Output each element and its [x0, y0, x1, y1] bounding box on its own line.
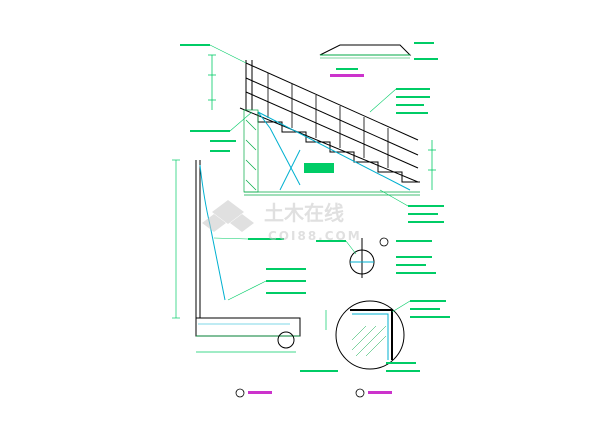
stair-steps	[257, 112, 420, 183]
post-detail-notes	[316, 240, 436, 274]
handrail-corner-detail-view	[325, 300, 450, 398]
view-title-bar	[368, 391, 392, 394]
handrail-top-profile-view	[319, 42, 438, 77]
handrail-lines	[239, 60, 419, 183]
stair-elevation-view	[180, 44, 444, 223]
elevation-dimensions	[208, 54, 436, 190]
railing-section-view	[172, 140, 338, 398]
view-number-circle	[235, 388, 245, 398]
post-base-detail-view	[316, 237, 436, 278]
section-leaders	[213, 237, 267, 301]
view-number-circle	[355, 388, 365, 398]
section-leader-notes	[210, 140, 338, 372]
elevation-leaders	[209, 44, 409, 207]
stringer	[257, 111, 411, 191]
watermark: 土木在线 COI88.COM	[202, 200, 362, 243]
watermark-brand-cn: 土木在线	[264, 201, 344, 225]
view-title-bar	[330, 74, 364, 77]
view-title-bar	[248, 391, 272, 394]
corner-hatch	[351, 325, 387, 357]
watermark-brand-en: COI88.COM	[268, 229, 362, 243]
balusters	[267, 73, 389, 168]
ground-hatch	[243, 109, 420, 196]
corner-detail-notes	[386, 300, 450, 372]
elevation-leader-notes	[180, 44, 444, 223]
watermark-logo-icon	[202, 200, 254, 232]
